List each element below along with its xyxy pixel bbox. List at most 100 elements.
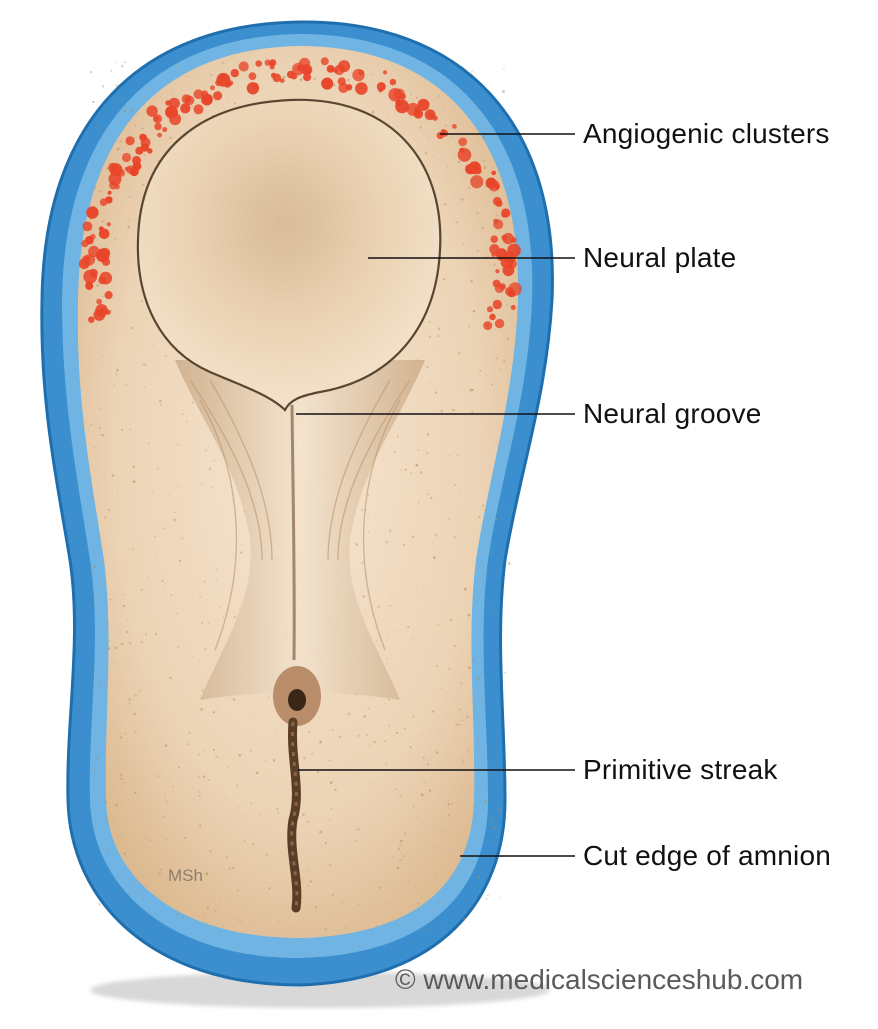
disc-speckle (454, 536, 457, 539)
angiogenic-cluster-blob (193, 104, 204, 115)
disc-speckle (499, 368, 501, 370)
disc-speckle (450, 630, 452, 633)
disc-speckle (396, 630, 398, 633)
disc-speckle (412, 637, 414, 639)
disc-speckle (440, 409, 443, 413)
disc-speckle (487, 894, 489, 896)
disc-speckle (469, 243, 471, 245)
disc-speckle (133, 712, 137, 716)
disc-speckle (265, 853, 268, 857)
disc-speckle (270, 741, 273, 743)
disc-speckle (181, 413, 184, 416)
disc-speckle (476, 249, 479, 252)
disc-speckle (370, 74, 373, 76)
disc-speckle (106, 849, 109, 853)
disc-speckle (268, 696, 270, 698)
disc-speckle (140, 724, 143, 726)
disc-speckle (385, 901, 387, 903)
disc-speckle (303, 756, 306, 760)
disc-speckle (212, 711, 215, 714)
disc-speckle (103, 516, 107, 519)
disc-speckle (497, 117, 500, 119)
disc-speckle (314, 906, 317, 909)
angiogenic-cluster-blob (213, 91, 223, 101)
label-neural-groove: Neural groove (583, 398, 762, 429)
disc-speckle (201, 689, 204, 692)
disc-speckle (437, 335, 440, 338)
disc-speckle (190, 105, 194, 108)
disc-speckle (388, 114, 390, 116)
disc-speckle (156, 467, 159, 470)
disc-speckle (146, 780, 148, 782)
disc-speckle (437, 901, 440, 904)
angiogenic-cluster-blob (376, 82, 386, 92)
disc-speckle (116, 369, 119, 372)
disc-speckle (481, 673, 483, 676)
disc-speckle (384, 740, 386, 742)
disc-speckle (468, 186, 471, 189)
disc-speckle (412, 715, 415, 718)
disc-speckle (319, 740, 323, 744)
angiogenic-cluster-blob (184, 95, 195, 106)
disc-speckle (128, 698, 131, 701)
disc-speckle (402, 854, 405, 858)
disc-speckle (98, 903, 101, 905)
angiogenic-cluster-blob (489, 313, 496, 321)
disc-speckle (435, 533, 438, 537)
disc-speckle (411, 535, 415, 538)
disc-speckle (504, 671, 507, 674)
disc-speckle (366, 734, 368, 736)
disc-speckle (444, 173, 447, 176)
disc-speckle (199, 596, 201, 598)
disc-speckle (119, 140, 122, 143)
disc-speckle (268, 887, 271, 890)
disc-speckle (129, 428, 132, 431)
disc-speckle (171, 871, 174, 874)
disc-speckle (113, 662, 116, 664)
artist-signature: MSh (168, 866, 203, 885)
disc-speckle (404, 832, 407, 835)
disc-speckle (197, 660, 200, 662)
disc-speckle (128, 218, 130, 221)
disc-speckle (417, 501, 420, 504)
disc-speckle (440, 923, 443, 926)
disc-speckle (507, 562, 511, 565)
disc-speckle (161, 737, 163, 739)
disc-speckle (302, 825, 304, 827)
disc-speckle (123, 109, 127, 113)
primitive-pit (288, 689, 306, 711)
disc-speckle (211, 486, 214, 489)
angiogenic-cluster-blob (338, 82, 349, 93)
disc-speckle (460, 506, 462, 508)
disc-speckle (250, 716, 253, 718)
disc-speckle (493, 814, 496, 817)
disc-speckle (467, 613, 471, 617)
disc-speckle (442, 672, 444, 674)
disc-speckle (139, 690, 141, 692)
disc-speckle (437, 327, 441, 330)
disc-speckle (208, 467, 212, 470)
disc-speckle (216, 568, 218, 571)
disc-speckle (99, 681, 102, 684)
disc-speckle (108, 508, 111, 511)
disc-speckle (238, 753, 242, 757)
disc-speckle (329, 864, 332, 867)
disc-speckle (488, 762, 490, 765)
disc-speckle (415, 96, 418, 99)
disc-speckle (207, 621, 210, 624)
angiogenic-cluster-blob (268, 60, 274, 66)
disc-speckle (113, 898, 115, 901)
angiogenic-cluster-blob (140, 137, 151, 148)
disc-speckle (490, 552, 493, 555)
disc-speckle (156, 134, 158, 136)
disc-speckle (144, 386, 146, 388)
disc-speckle (355, 828, 357, 831)
disc-speckle (490, 822, 493, 825)
disc-speckle (121, 64, 124, 68)
angiogenic-cluster-blob (147, 148, 153, 154)
disc-speckle (227, 99, 229, 101)
disc-speckle (425, 118, 428, 121)
disc-speckle (456, 453, 459, 456)
disc-speckle (376, 924, 379, 927)
disc-speckle (434, 391, 438, 394)
